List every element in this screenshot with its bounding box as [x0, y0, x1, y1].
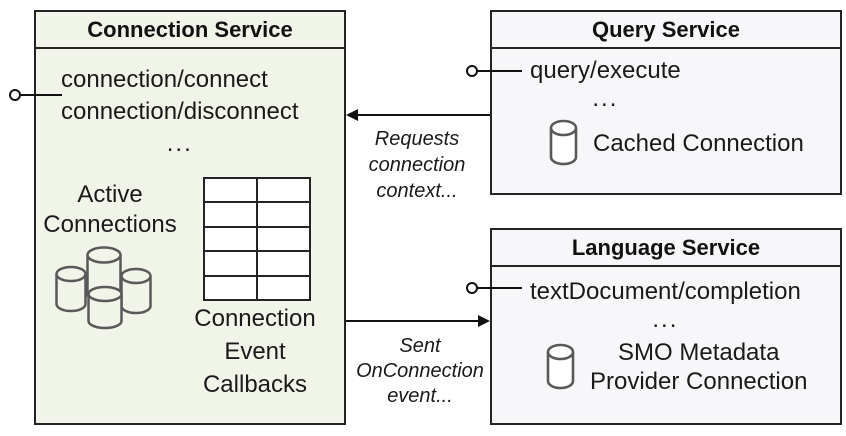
language-service-header: Language Service [492, 230, 840, 267]
language-service-methods: textDocument/completion ... [530, 278, 801, 334]
table-cell [258, 227, 309, 251]
table-cell [205, 179, 256, 202]
active-connections-line2: Connections [43, 211, 177, 238]
table-cell [205, 252, 256, 275]
method-connection-disconnect: connection/disconnect [61, 98, 299, 125]
cached-connection-label: Cached Connection [593, 129, 804, 157]
query-methods-ellipsis: ... [592, 85, 619, 112]
arrow-line [346, 320, 480, 323]
requests-label-line2: connection [368, 154, 466, 176]
requests-label-line1: Requests [374, 128, 460, 150]
table-cell [258, 252, 309, 275]
lollipop-circle-icon [466, 282, 478, 294]
table-cell [258, 203, 309, 226]
table-cell [258, 179, 309, 202]
requests-label-line3: context... [376, 180, 458, 202]
callbacks-line1: Connection [194, 305, 316, 332]
table-cell [205, 276, 256, 299]
requests-label: Requests connection context... [347, 126, 487, 204]
active-connections-label: Active Connections [40, 180, 180, 240]
callbacks-label: Connection Event Callbacks [180, 302, 330, 401]
sent-label-line1: Sent [399, 335, 441, 357]
query-service-box: Query Service query/execute ... Cached C… [490, 10, 842, 195]
query-service-methods: query/execute ... [530, 57, 681, 113]
table-cell [258, 276, 309, 299]
active-connections-cluster-icon [55, 246, 152, 330]
sent-label-line3: event... [387, 385, 453, 407]
lollipop-line [477, 287, 522, 290]
callbacks-line3: Callbacks [202, 371, 308, 398]
callbacks-line2: Event [224, 338, 286, 365]
method-query-execute: query/execute [530, 57, 681, 84]
arrowhead-left-icon [346, 108, 358, 121]
smo-connection-row: SMO Metadata Provider Connection [544, 338, 807, 396]
lollipop-line [477, 70, 522, 73]
query-service-title: Query Service [592, 16, 740, 42]
arrow-line [356, 114, 490, 117]
language-methods-ellipsis: ... [652, 306, 679, 333]
database-cylinder-icon [549, 119, 578, 166]
method-textdocument-completion: textDocument/completion [530, 278, 801, 305]
smo-label-line2: Provider Connection [590, 368, 808, 395]
language-service-box: Language Service textDocument/completion… [490, 228, 842, 425]
lollipop-line [20, 94, 62, 97]
table-cell [205, 227, 256, 251]
database-cylinder-icon [55, 265, 87, 313]
method-connection-connect: connection/connect [61, 66, 268, 93]
query-service-header: Query Service [492, 12, 840, 49]
sent-label: Sent OnConnection event... [345, 334, 495, 409]
active-connections-line1: Active [77, 181, 143, 208]
cached-connection-row: Cached Connection [547, 119, 804, 167]
sent-label-line2: OnConnection [356, 360, 484, 382]
table-cell [205, 203, 256, 226]
connection-service-methods: connection/connect connection/disconnect… [61, 64, 299, 160]
database-cylinder-icon [546, 343, 575, 390]
connection-service-header: Connection Service [36, 12, 344, 49]
database-cylinder-icon [120, 267, 152, 315]
connection-service-title: Connection Service [87, 16, 293, 42]
language-service-title: Language Service [571, 234, 761, 260]
smo-connection-label: SMO Metadata Provider Connection [590, 338, 807, 396]
arrowhead-right-icon [478, 314, 490, 327]
smo-label-line1: SMO Metadata [618, 339, 780, 366]
lollipop-circle-icon [9, 89, 21, 101]
connection-service-box: Connection Service connection/connect co… [34, 10, 346, 425]
lollipop-circle-icon [466, 65, 478, 77]
callbacks-table-icon [203, 177, 311, 301]
connection-methods-ellipsis: ... [166, 130, 193, 157]
database-cylinder-icon [87, 285, 123, 330]
